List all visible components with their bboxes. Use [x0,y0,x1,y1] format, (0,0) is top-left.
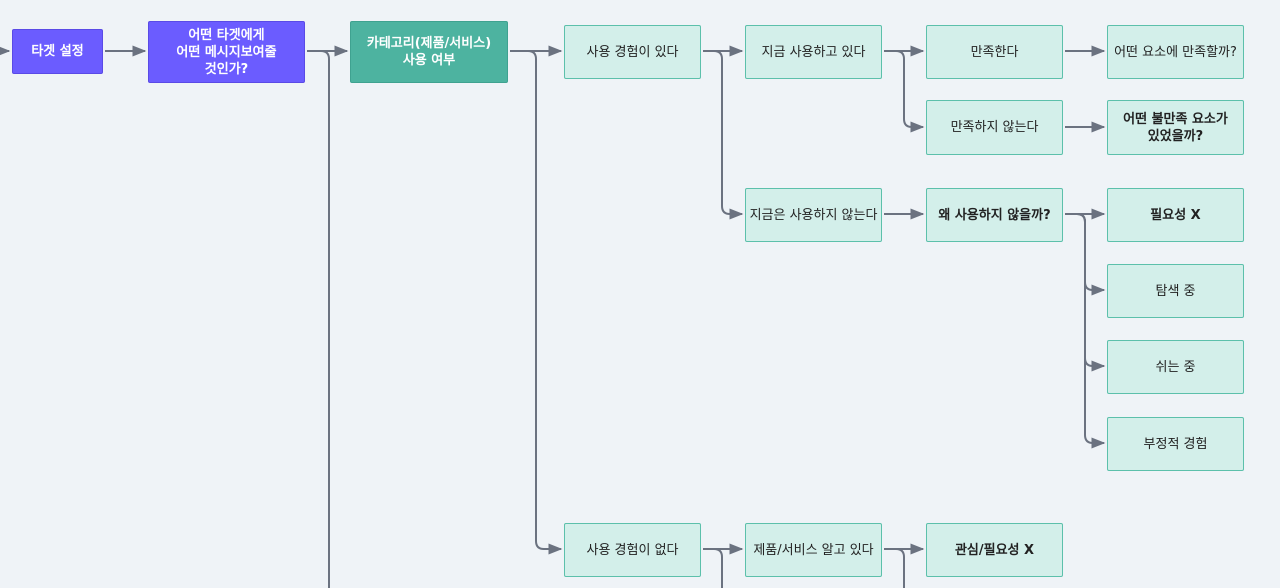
node-know-product[interactable]: 제품/서비스 알고 있다 [745,523,882,577]
node-using-now[interactable]: 지금 사용하고 있다 [745,25,882,79]
node-satisfied[interactable]: 만족한다 [926,25,1063,79]
node-no-need[interactable]: 필요성 X [1107,188,1244,242]
connector-never-used-trunk [703,548,723,588]
node-satisfied-factor[interactable]: 어떤 요소에 만족할까? [1107,25,1244,79]
node-not-using-now[interactable]: 지금은 사용하지 않는다 [745,188,882,242]
node-dissatisfied-factor[interactable]: 어떤 불만족 요소가 있었을까? [1107,100,1244,155]
connector-category-to-never-used [510,50,563,555]
connector-know-trunk [884,548,905,588]
node-target-setting[interactable]: 타겟 설정 [12,29,103,74]
node-not-satisfied[interactable]: 만족하지 않는다 [926,100,1063,155]
connector-why-to-negative [1065,213,1106,449]
node-exploring[interactable]: 탐색 중 [1107,264,1244,318]
node-never-used[interactable]: 사용 경험이 없다 [564,523,701,577]
node-negative-experience[interactable]: 부정적 경험 [1107,417,1244,471]
node-message-question[interactable]: 어떤 타겟에게 어떤 메시지보여줄 것인가? [148,21,305,83]
node-used-before[interactable]: 사용 경험이 있다 [564,25,701,79]
connector-using-now-to-not-satisfied [884,50,925,133]
connector-used-to-not-using [703,50,744,220]
node-no-interest[interactable]: 관심/필요성 X [926,523,1063,577]
node-category-usage[interactable]: 카테고리(제품/서비스) 사용 여부 [350,21,508,83]
node-resting[interactable]: 쉬는 중 [1107,340,1244,394]
node-why-not-using[interactable]: 왜 사용하지 않을까? [926,188,1063,242]
connector-message-trunk [307,50,330,588]
